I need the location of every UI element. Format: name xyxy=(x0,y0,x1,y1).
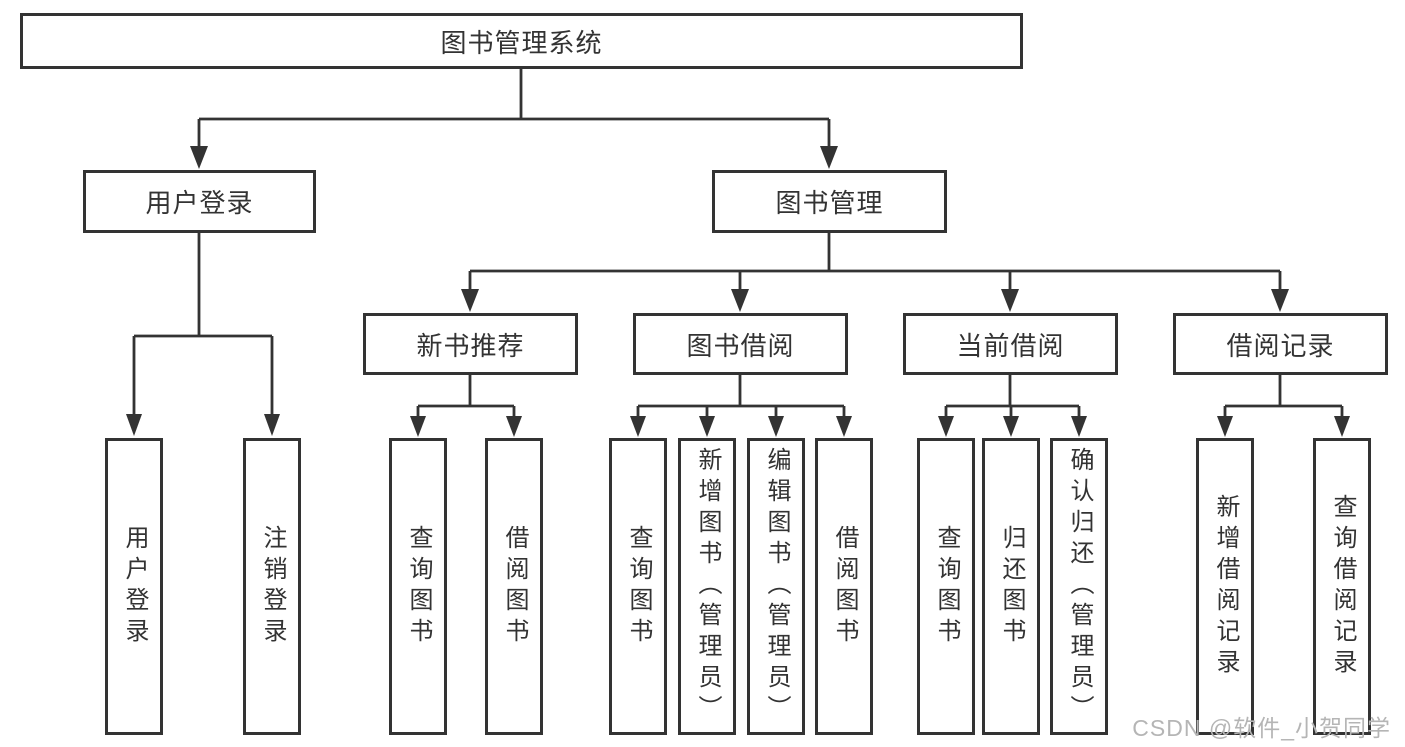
leaf-user-login: 用户登录 xyxy=(105,438,163,735)
connector-root-to-level2 xyxy=(190,69,838,169)
node-label: 用户登录 xyxy=(121,524,148,649)
node-label: 借阅记录 xyxy=(1226,330,1335,361)
node-label: 借阅图书 xyxy=(831,524,858,649)
leaf-edit-book-admin: 编辑图书（管理员） xyxy=(747,438,805,735)
leaf-return-book: 归还图书 xyxy=(982,438,1040,735)
node-label: 查询图书 xyxy=(625,524,652,649)
node-label: 图书管理系统 xyxy=(440,27,603,58)
leaf-query-borrow-record: 查询借阅记录 xyxy=(1313,438,1371,735)
node-label: 查询图书 xyxy=(405,524,432,649)
connector-user-login-children xyxy=(126,233,280,436)
node-current-borrow: 当前借阅 xyxy=(903,313,1118,375)
node-label: 查询图书 xyxy=(933,524,960,649)
node-label: 归还图书 xyxy=(998,524,1025,649)
node-label: 图书管理 xyxy=(775,188,884,218)
leaf-add-borrow-record: 新增借阅记录 xyxy=(1196,438,1254,735)
node-label: 新增图书（管理员） xyxy=(694,447,721,726)
leaf-query-books-borrow: 查询图书 xyxy=(609,438,667,735)
node-label: 当前借阅 xyxy=(956,330,1065,361)
leaf-borrow-books-recommend: 借阅图书 xyxy=(485,438,543,735)
leaf-confirm-return-admin: 确认归还（管理员） xyxy=(1050,438,1108,735)
node-label: 查询借阅记录 xyxy=(1329,493,1356,680)
node-borrow-records: 借阅记录 xyxy=(1173,313,1388,375)
connector-book-management-children xyxy=(461,233,1289,312)
node-label: 确认归还（管理员） xyxy=(1066,447,1093,726)
node-user-login: 用户登录 xyxy=(83,170,316,233)
watermark: CSDN @软件_小贺同学 xyxy=(1132,715,1391,741)
leaf-query-books-recommend: 查询图书 xyxy=(389,438,447,735)
node-label: 注销登录 xyxy=(259,524,286,649)
node-label: 新增借阅记录 xyxy=(1212,493,1239,680)
leaf-borrow-books: 借阅图书 xyxy=(815,438,873,735)
node-label: 新书推荐 xyxy=(416,330,525,361)
connector-new-book-recommend-children xyxy=(410,375,522,437)
node-book-borrow: 图书借阅 xyxy=(633,313,848,375)
connector-book-borrow-children xyxy=(630,375,852,437)
leaf-logout: 注销登录 xyxy=(243,438,301,735)
node-root: 图书管理系统 xyxy=(20,13,1023,69)
node-label: 编辑图书（管理员） xyxy=(763,447,790,726)
connector-borrow-records-children xyxy=(1217,375,1350,437)
node-label: 用户登录 xyxy=(145,188,254,218)
node-label: 图书借阅 xyxy=(686,330,795,361)
node-new-book-recommend: 新书推荐 xyxy=(363,313,578,375)
leaf-query-books-current: 查询图书 xyxy=(917,438,975,735)
node-book-management: 图书管理 xyxy=(712,170,947,233)
connector-current-borrow-children xyxy=(938,375,1087,437)
node-label: 借阅图书 xyxy=(501,524,528,649)
leaf-add-book-admin: 新增图书（管理员） xyxy=(678,438,736,735)
